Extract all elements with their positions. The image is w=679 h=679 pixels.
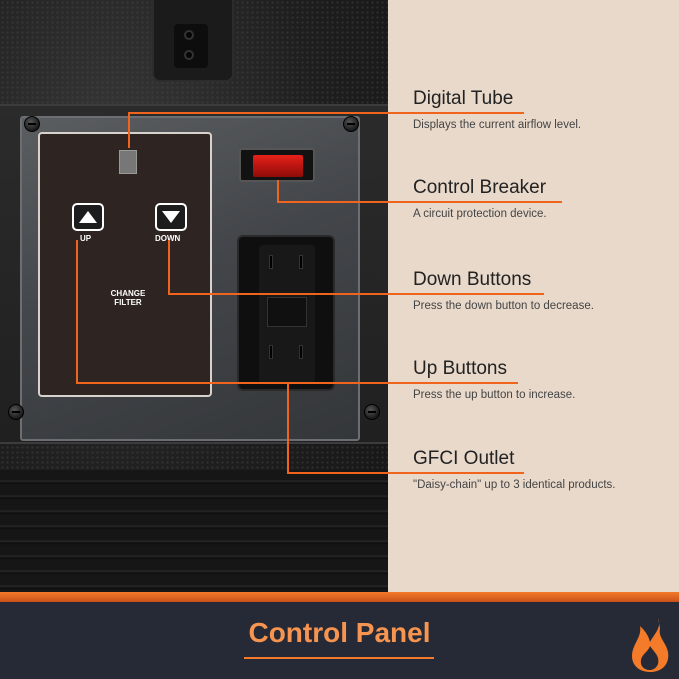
outlet-slot	[269, 345, 273, 359]
membrane-keypad	[38, 132, 212, 397]
panel-screw	[24, 116, 40, 132]
mounting-bracket	[152, 0, 234, 82]
callout-underline	[404, 472, 524, 474]
footer-banner	[0, 592, 679, 679]
bracket-screw	[184, 50, 194, 60]
callout-underline	[404, 112, 524, 114]
leader-line-breaker	[277, 180, 279, 202]
gfci-outlet	[237, 235, 335, 391]
down-button[interactable]	[155, 203, 187, 231]
leader-line-up	[76, 382, 404, 384]
callout-desc-up-buttons: Press the up button to increase.	[413, 389, 576, 401]
leader-line-down	[168, 240, 170, 294]
product-photo: UP DOWN CHANGE FILTER	[0, 0, 388, 592]
down-label: DOWN	[155, 234, 181, 243]
change-filter-label: CHANGE FILTER	[100, 289, 156, 307]
digital-tube-display	[119, 150, 137, 174]
up-button[interactable]	[72, 203, 104, 231]
outlet-slot	[299, 345, 303, 359]
leader-line-breaker	[277, 201, 404, 203]
callout-title-down-buttons: Down Buttons	[413, 269, 532, 290]
gfci-test-reset-buttons[interactable]	[267, 297, 307, 327]
outlet-face	[259, 245, 315, 383]
callout-title-control-breaker: Control Breaker	[413, 177, 547, 198]
callout-underline	[404, 201, 562, 203]
callout-underline	[404, 293, 544, 295]
up-arrow-icon	[79, 211, 97, 223]
bracket-plate	[174, 24, 208, 68]
callout-underline	[404, 382, 518, 384]
leader-line-digital-tube	[128, 112, 404, 114]
outlet-slot	[299, 255, 303, 269]
change-filter-line2: FILTER	[114, 298, 142, 307]
callout-desc-digital-tube: Displays the current airflow level.	[413, 119, 582, 131]
panel-screw	[364, 404, 380, 420]
leader-line-down	[168, 293, 404, 295]
leader-line-gfci	[287, 382, 289, 474]
panel-screw	[343, 116, 359, 132]
leader-line-gfci	[287, 472, 404, 474]
callout-desc-gfci-outlet: "Daisy-chain" up to 3 identical products…	[413, 479, 616, 491]
footer-accent-bar	[0, 592, 679, 602]
callout-desc-control-breaker: A circuit protection device.	[413, 208, 547, 220]
down-arrow-icon	[162, 211, 180, 223]
coiled-cables	[0, 470, 388, 592]
outlet-slot	[269, 255, 273, 269]
bracket-screw	[184, 30, 194, 40]
control-breaker[interactable]	[239, 148, 315, 182]
panel-screw	[8, 404, 24, 420]
callout-desc-down-buttons: Press the down button to decrease.	[413, 300, 594, 312]
footer-title-underline	[244, 657, 434, 659]
callout-title-digital-tube: Digital Tube	[413, 88, 514, 109]
breaker-switch[interactable]	[253, 155, 303, 177]
up-label: UP	[80, 234, 92, 243]
leader-line-up	[76, 240, 78, 383]
callout-title-gfci-outlet: GFCI Outlet	[413, 448, 515, 469]
flame-logo-icon	[632, 618, 669, 672]
callout-title-up-buttons: Up Buttons	[413, 358, 507, 379]
change-filter-line1: CHANGE	[110, 289, 146, 298]
footer-title: Control Panel	[248, 617, 431, 648]
leader-line-digital-tube	[128, 112, 130, 148]
